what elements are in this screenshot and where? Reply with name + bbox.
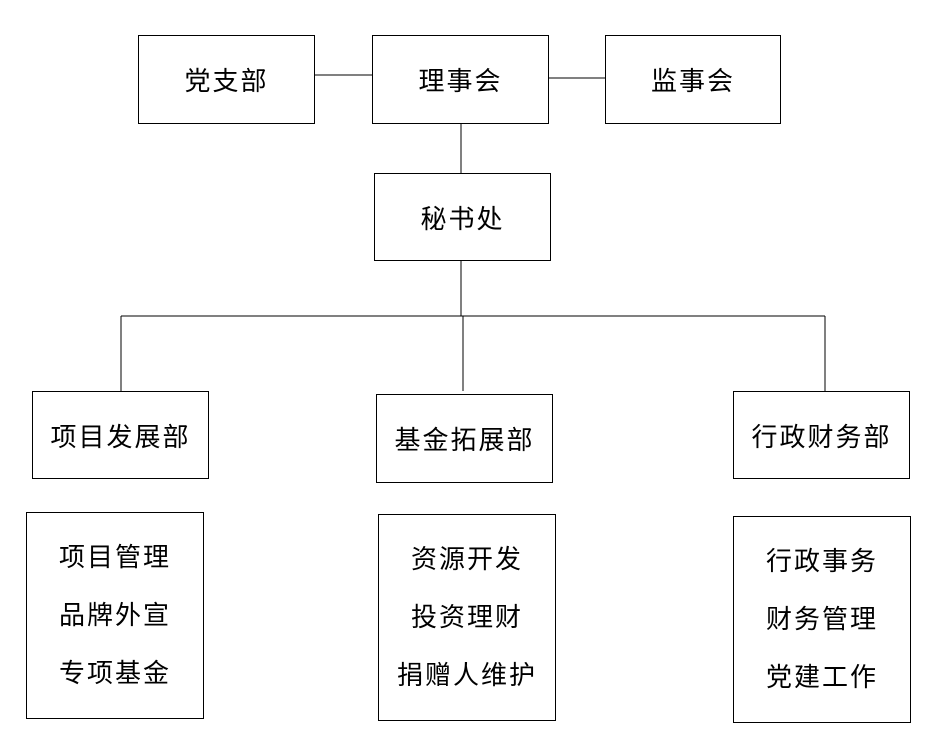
- duty-item: 品牌外宣: [58, 600, 171, 631]
- duty-item: 资源开发: [410, 544, 523, 575]
- dept-label: 基金拓展部: [394, 426, 535, 456]
- secretariat-label: 秘书处: [420, 204, 505, 235]
- duties-box-fund-expansion: 资源开发 投资理财 捐赠人维护: [378, 514, 556, 721]
- duty-item: 党建工作: [765, 662, 878, 693]
- duty-item: 投资理财: [410, 602, 523, 633]
- duty-item: 专项基金: [58, 658, 171, 689]
- council-box: 理事会: [372, 35, 549, 124]
- secretariat-box: 秘书处: [374, 173, 551, 261]
- dept-label: 行政财务部: [751, 422, 892, 453]
- dept-box-admin-finance: 行政财务部: [733, 391, 910, 479]
- supervisors-label: 监事会: [650, 67, 735, 97]
- party-branch-box: 党支部: [138, 35, 315, 124]
- duty-item: 捐赠人维护: [396, 660, 537, 691]
- dept-label: 项目发展部: [50, 422, 191, 453]
- party-branch-label: 党支部: [184, 67, 269, 97]
- duty-item: 项目管理: [58, 542, 171, 573]
- duty-item: 行政事务: [765, 546, 878, 577]
- duty-item: 财务管理: [765, 604, 878, 635]
- supervisors-box: 监事会: [605, 35, 781, 124]
- council-label: 理事会: [418, 67, 503, 97]
- dept-box-fund-expansion: 基金拓展部: [376, 394, 553, 483]
- duties-box-admin-finance: 行政事务 财务管理 党建工作: [733, 516, 911, 723]
- dept-box-project-development: 项目发展部: [32, 391, 209, 479]
- duties-box-project-development: 项目管理 品牌外宣 专项基金: [26, 512, 204, 719]
